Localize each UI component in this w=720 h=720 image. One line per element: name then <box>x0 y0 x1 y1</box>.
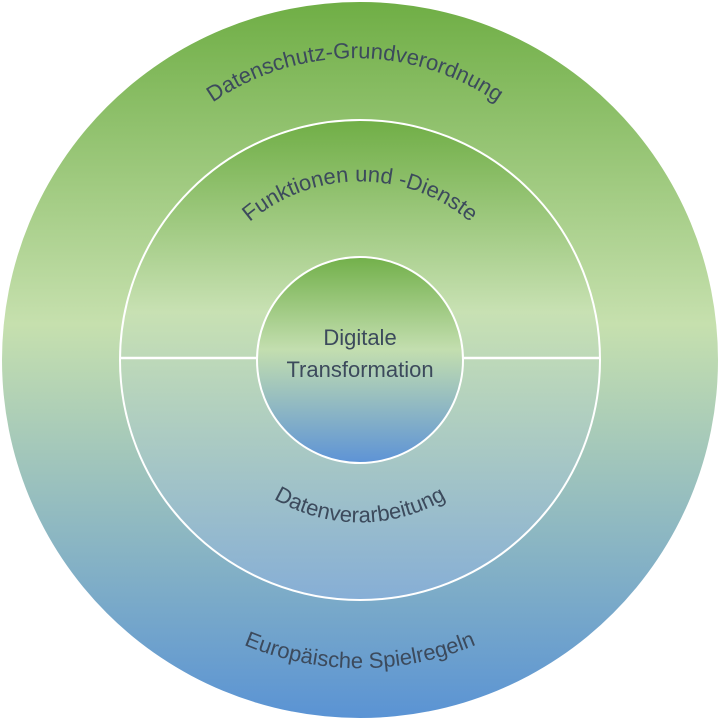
center-label-line2: Transformation <box>286 357 433 382</box>
center-circle <box>256 256 464 464</box>
center-label-line1: Digitale <box>323 325 396 350</box>
